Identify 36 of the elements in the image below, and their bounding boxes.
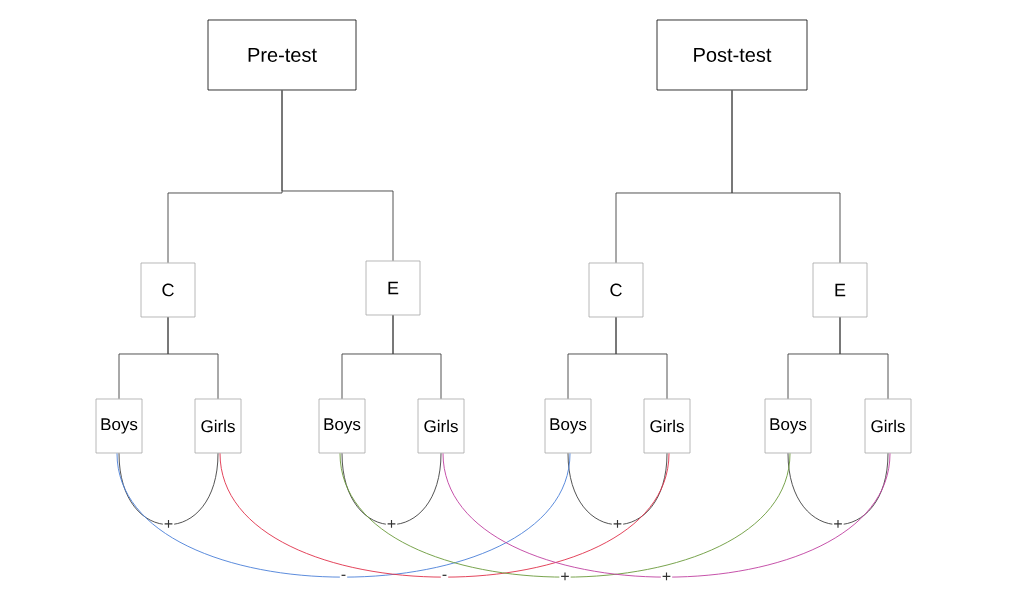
gender-box: Girls xyxy=(417,398,465,454)
gender-box: Boys xyxy=(544,398,592,454)
connector-line xyxy=(167,316,219,400)
connector-line xyxy=(839,316,889,400)
edge-label: + xyxy=(162,519,175,531)
connector-line xyxy=(392,314,442,400)
correlation-curve xyxy=(787,452,889,526)
gender-box: Girls xyxy=(864,398,912,454)
correlation-curve xyxy=(442,452,891,578)
edge-label: + xyxy=(559,571,571,583)
correlation-curve xyxy=(339,452,791,578)
gender-box: Girls xyxy=(194,398,242,454)
correlation-curve xyxy=(567,452,668,526)
edge-label: - xyxy=(339,573,348,581)
group-box: E xyxy=(365,260,421,316)
correlation-curve xyxy=(116,452,571,578)
correlation-curve xyxy=(118,452,219,526)
edge-label: + xyxy=(611,519,624,531)
gender-box: Boys xyxy=(764,398,812,454)
correlation-curve xyxy=(341,452,442,526)
gender-box: Boys xyxy=(95,398,143,454)
edge-label: + xyxy=(385,519,398,531)
group-box: C xyxy=(140,262,196,318)
edge-label: + xyxy=(832,519,844,531)
connector-line xyxy=(281,89,394,262)
group-box: E xyxy=(812,262,868,318)
test-box: Post-test xyxy=(656,19,808,91)
edge-label: - xyxy=(440,573,449,581)
correlation-curve xyxy=(219,452,670,578)
gender-box: Boys xyxy=(318,398,366,454)
connector-line xyxy=(615,316,668,400)
gender-box: Girls xyxy=(643,398,691,454)
edge-label: + xyxy=(660,571,673,583)
connector-line xyxy=(731,89,841,264)
group-box: C xyxy=(588,262,644,318)
test-box: Pre-test xyxy=(207,19,357,91)
